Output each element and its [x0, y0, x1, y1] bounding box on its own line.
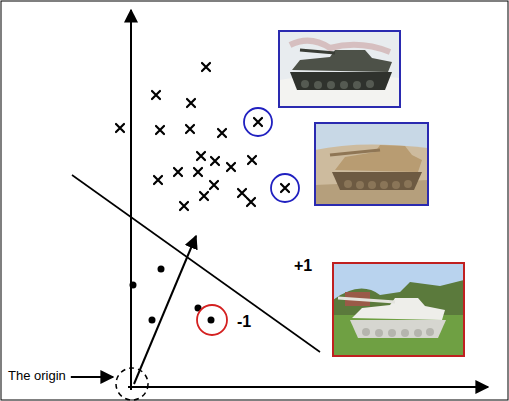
tank-photo: [279, 31, 400, 107]
tank-photo: [333, 263, 464, 356]
leader-arrow: [71, 376, 113, 378]
y-axis: [130, 10, 132, 390]
weight-vector: [134, 236, 196, 384]
highlight-circle: [271, 174, 299, 202]
highlight-circle: [197, 305, 227, 335]
decision-boundary: [72, 175, 320, 352]
origin-label: The origin: [8, 369, 66, 383]
negative-points: [130, 266, 215, 324]
class-label: +1: [294, 257, 312, 275]
origin-circle: [116, 368, 148, 400]
tank-photo: [315, 123, 428, 205]
highlight-circle: [244, 108, 272, 136]
x-axis: [128, 386, 488, 388]
class-label: -1: [237, 313, 251, 331]
positive-points: [116, 63, 289, 210]
